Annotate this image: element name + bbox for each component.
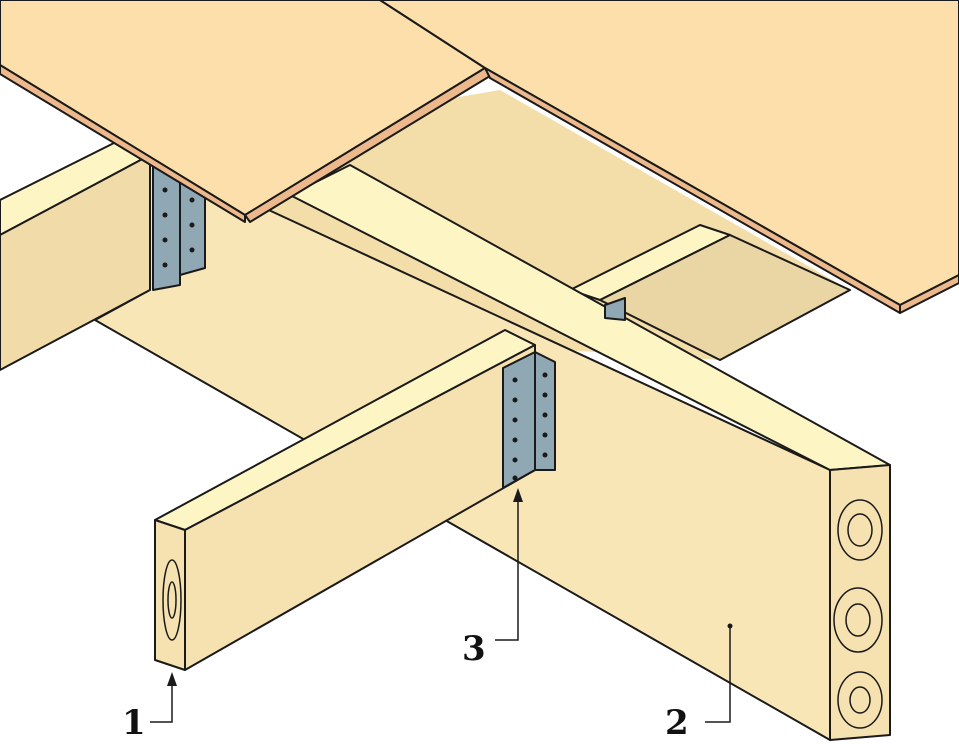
leader-lines <box>150 495 731 723</box>
label-beam: 2 <box>665 703 689 743</box>
leader-arrows <box>167 488 733 686</box>
joist-grain-rings <box>162 559 182 641</box>
beam-grain-rings <box>833 499 883 729</box>
bracket-holes <box>162 187 548 481</box>
label-joist: 1 <box>122 703 146 743</box>
floor-board-left-edge <box>0 64 246 223</box>
bracket-front <box>502 351 556 489</box>
label-bracket: 3 <box>462 629 486 669</box>
beam-end-grain <box>829 464 891 741</box>
back-joist-right-face <box>599 234 851 361</box>
floor-board-right-edge-2 <box>899 274 959 314</box>
